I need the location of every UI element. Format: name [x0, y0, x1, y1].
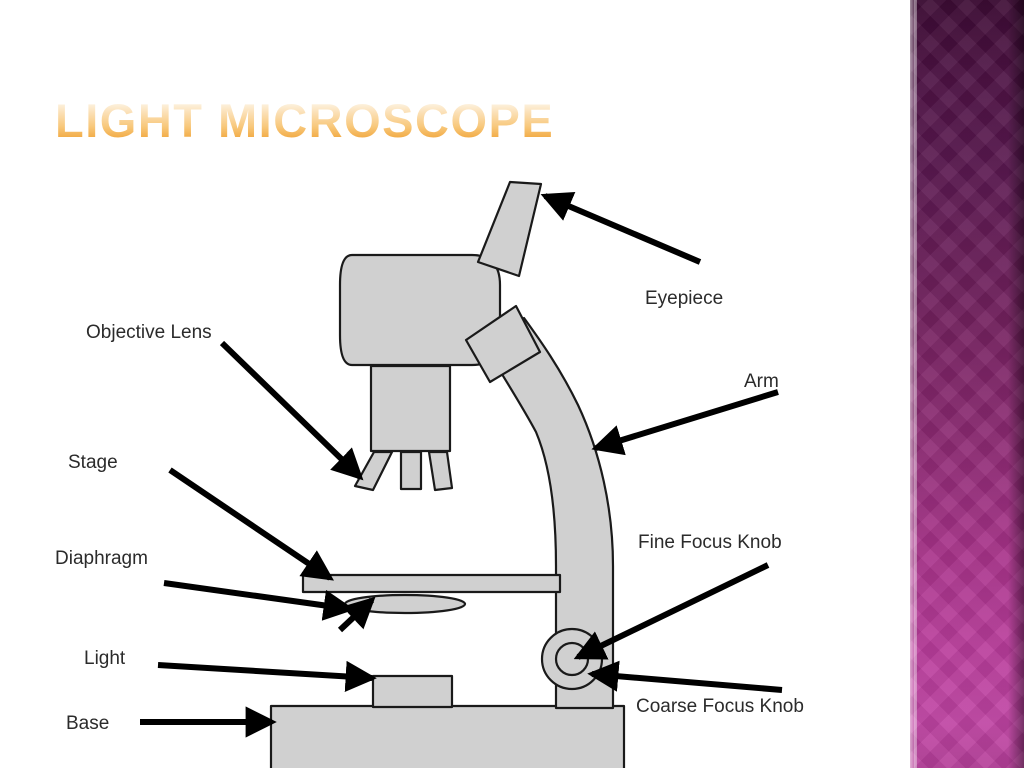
- decorative-purple-band: [910, 0, 1024, 768]
- eyepiece-tube: [476, 180, 543, 278]
- objective-turret: [369, 364, 452, 453]
- arrow-diaphragm: [163, 580, 355, 621]
- stage-platform: [301, 573, 562, 594]
- microscope-body: [269, 180, 626, 768]
- objective-lens-right: [427, 450, 454, 492]
- arrow-fine-focus: [573, 562, 770, 660]
- objective-lens-left: [353, 450, 394, 492]
- label-fine-focus-knob: Fine Focus Knob: [638, 532, 782, 553]
- band-left-edge: [910, 0, 917, 768]
- label-diaphragm: Diaphragm: [55, 548, 148, 569]
- label-base: Base: [66, 713, 110, 734]
- arrow-stage: [168, 467, 334, 581]
- label-stage: Stage: [68, 452, 118, 473]
- label-objective-lens: Objective Lens: [86, 322, 212, 343]
- band-gradient-fill: [910, 0, 1024, 768]
- fine-focus-knob-circle[interactable]: [554, 641, 590, 677]
- label-eyepiece: Eyepiece: [645, 288, 724, 309]
- label-arm: Arm: [744, 371, 779, 392]
- arrow-eyepiece: [540, 191, 702, 265]
- head-arm-joint: [464, 304, 542, 384]
- label-light: Light: [84, 648, 126, 669]
- page-title: Light Microscope: [55, 94, 555, 147]
- leader-arrows: [140, 191, 783, 738]
- band-right-edge: [1008, 0, 1024, 768]
- base-platform: [269, 704, 626, 768]
- band-highlight: [914, 0, 917, 768]
- label-coarse-focus-knob: Coarse Focus Knob: [636, 696, 804, 717]
- arrow-diaphragm-tail: [337, 596, 376, 633]
- arrow-objective: [219, 340, 364, 481]
- arrow-light: [157, 660, 377, 692]
- arrow-coarse-focus: [587, 660, 783, 693]
- light-source-box: [371, 674, 454, 709]
- arrow-arm: [591, 389, 779, 456]
- objective-lens-center: [399, 450, 423, 491]
